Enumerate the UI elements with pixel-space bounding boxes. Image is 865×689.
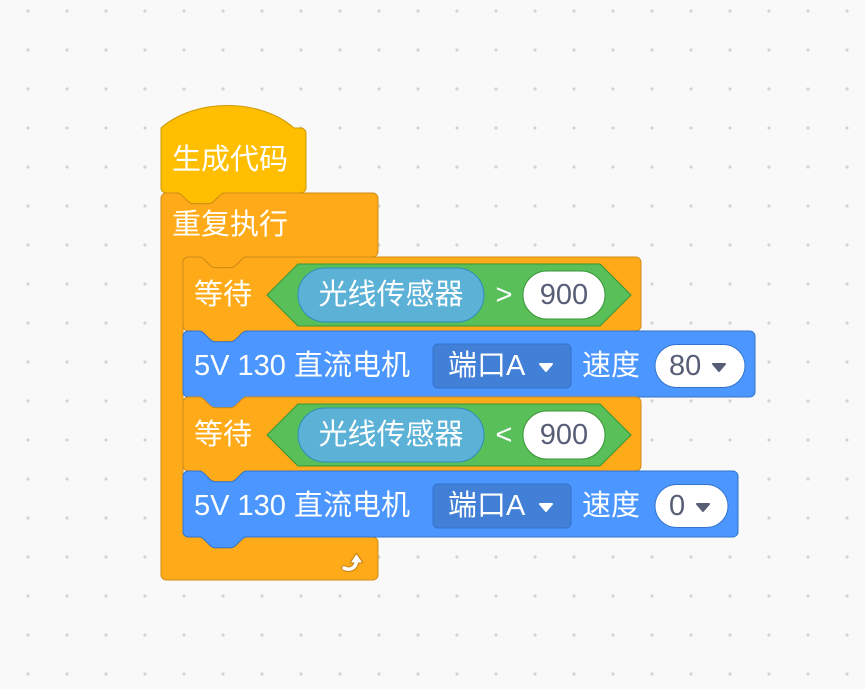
port-dropdown-value: 端口A: [448, 489, 526, 522]
comparison-operator-label: >: [496, 279, 513, 311]
threshold-value: 900: [540, 419, 588, 451]
speed-label: 速度: [582, 489, 640, 522]
light-sensor-reporter-shape: [297, 407, 485, 463]
light-sensor-reporter-shape: [297, 267, 485, 323]
light-sensor-label: 光线传感器: [318, 278, 463, 311]
speed-value: 80: [669, 350, 701, 382]
dc-motor-block[interactable]: 5V 130 直流电机 端口A 速度 0: [182, 470, 739, 549]
light-sensor-label: 光线传感器: [318, 418, 463, 451]
dc-motor-block[interactable]: 5V 130 直流电机 端口A 速度 80: [182, 330, 756, 409]
script-stack: 生成代码 重复执行 等待: [160, 105, 756, 581]
threshold-number-input[interactable]: 900: [522, 270, 606, 320]
dc-motor-label: 5V 130 直流电机: [194, 349, 410, 382]
speed-label: 速度: [582, 349, 640, 382]
light-sensor-reporter[interactable]: 光线传感器: [297, 267, 485, 323]
port-dropdown-value: 端口A: [448, 349, 526, 382]
dropdown-caret-icon: [712, 363, 726, 372]
port-dropdown[interactable]: 端口A: [432, 343, 572, 389]
port-dropdown-shape: [432, 343, 572, 389]
port-dropdown-shape: [432, 483, 572, 529]
speed-dropdown[interactable]: 0: [654, 484, 729, 528]
greater-than-operator-block[interactable]: 光线传感器 > 900: [266, 263, 632, 327]
dropdown-caret-icon: [539, 363, 553, 372]
port-dropdown[interactable]: 端口A: [432, 483, 572, 529]
speed-value: 0: [669, 490, 685, 522]
threshold-number-input[interactable]: 900: [522, 410, 606, 460]
speed-dropdown-shape: [654, 344, 746, 388]
dc-motor-label: 5V 130 直流电机: [194, 489, 410, 522]
threshold-value: 900: [540, 279, 588, 311]
speed-dropdown-shape: [654, 484, 729, 528]
comparison-operator-label: <: [496, 419, 513, 451]
dropdown-caret-icon: [539, 503, 553, 512]
less-than-operator-block[interactable]: 光线传感器 < 900: [266, 403, 632, 467]
wait-until-block[interactable]: 等待 光线传感器 > 900: [182, 256, 642, 343]
hat-block-label: 生成代码: [172, 143, 288, 176]
threshold-input-shape: [522, 410, 606, 460]
light-sensor-reporter[interactable]: 光线传感器: [297, 407, 485, 463]
wait-until-block[interactable]: 等待 光线传感器 < 900: [182, 396, 642, 483]
wait-until-label: 等待: [194, 418, 252, 451]
speed-dropdown[interactable]: 80: [654, 344, 746, 388]
wait-until-label: 等待: [194, 278, 252, 311]
forever-substack: 等待 光线传感器 > 900: [182, 256, 756, 549]
dropdown-caret-icon: [696, 503, 710, 512]
threshold-input-shape: [522, 270, 606, 320]
forever-block-label: 重复执行: [172, 208, 288, 241]
hat-block[interactable]: 生成代码: [160, 105, 307, 205]
repeat-arrow-icon: [341, 552, 364, 573]
